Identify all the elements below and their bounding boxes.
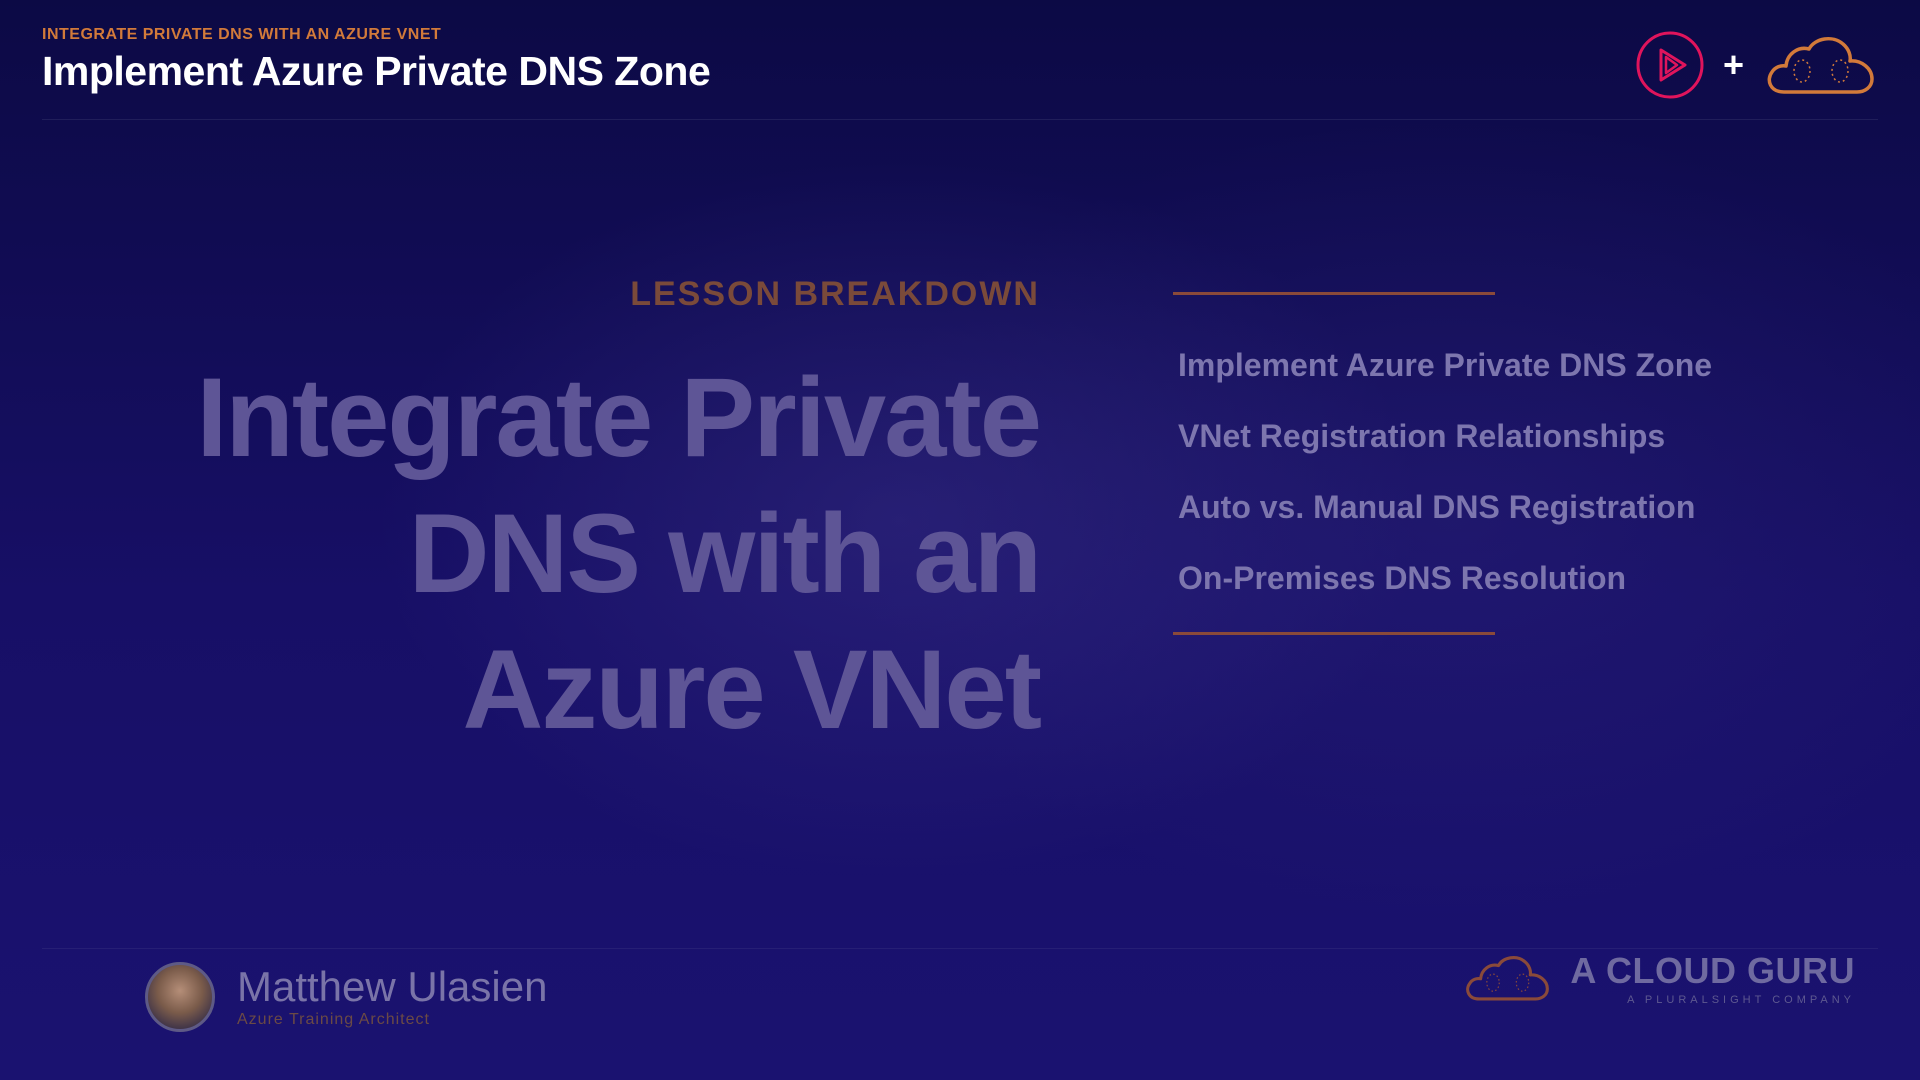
presenter-name: Matthew Ulasien bbox=[237, 963, 548, 1010]
lesson-title-line: Azure VNet bbox=[462, 627, 1042, 752]
presenter-info: Matthew Ulasien Azure Training Architect bbox=[145, 962, 547, 1032]
cloud-guru-footer-icon bbox=[1466, 956, 1550, 1001]
breakdown-item: Auto vs. Manual DNS Registration bbox=[1178, 489, 1696, 525]
breakdown-item: On-Premises DNS Resolution bbox=[1178, 560, 1627, 596]
brand-wordmark: A CLOUD GURU bbox=[1570, 950, 1855, 991]
brand-text: A CLOUD GURU A PLURALSIGHT COMPANY bbox=[1570, 950, 1855, 1006]
pluralsight-logo-icon bbox=[1636, 31, 1704, 99]
breakdown-list: Implement Azure Private DNS Zone VNet Re… bbox=[1178, 343, 1712, 627]
course-kicker: INTEGRATE PRIVATE DNS WITH AN AZURE VNET bbox=[42, 26, 442, 43]
lesson-title-line: DNS with an bbox=[408, 491, 1042, 616]
lesson-block: LESSON BREAKDOWN Integrate Private DNS w… bbox=[196, 275, 1042, 758]
footer-divider bbox=[42, 948, 1878, 949]
brand-icons: + bbox=[1635, 30, 1878, 100]
breakdown-top-rule bbox=[1173, 292, 1495, 295]
breakdown-item: Implement Azure Private DNS Zone bbox=[1178, 347, 1713, 383]
a-cloud-guru-brand: A CLOUD GURU A PLURALSIGHT COMPANY bbox=[1462, 950, 1855, 1006]
presenter-text: Matthew Ulasien Azure Training Architect bbox=[237, 965, 547, 1029]
brand-tagline: A PLURALSIGHT COMPANY bbox=[1627, 994, 1855, 1006]
cloud-guru-logo-icon bbox=[1767, 36, 1874, 94]
lesson-title-line: Integrate Private bbox=[196, 355, 1042, 480]
header-divider bbox=[42, 119, 1878, 120]
lesson-breakdown-label: LESSON BREAKDOWN bbox=[630, 275, 1040, 313]
slide-title: Implement Azure Private DNS Zone bbox=[42, 48, 711, 94]
slide-header: INTEGRATE PRIVATE DNS WITH AN AZURE VNET… bbox=[42, 26, 711, 95]
presenter-avatar bbox=[145, 962, 215, 1032]
presenter-role: Azure Training Architect bbox=[237, 1011, 430, 1028]
breakdown-item: VNet Registration Relationships bbox=[1178, 418, 1666, 454]
breakdown-bottom-rule bbox=[1173, 632, 1495, 635]
lesson-title: Integrate Private DNS with an Azure VNet bbox=[196, 350, 1042, 758]
plus-sign: + bbox=[1722, 44, 1744, 85]
